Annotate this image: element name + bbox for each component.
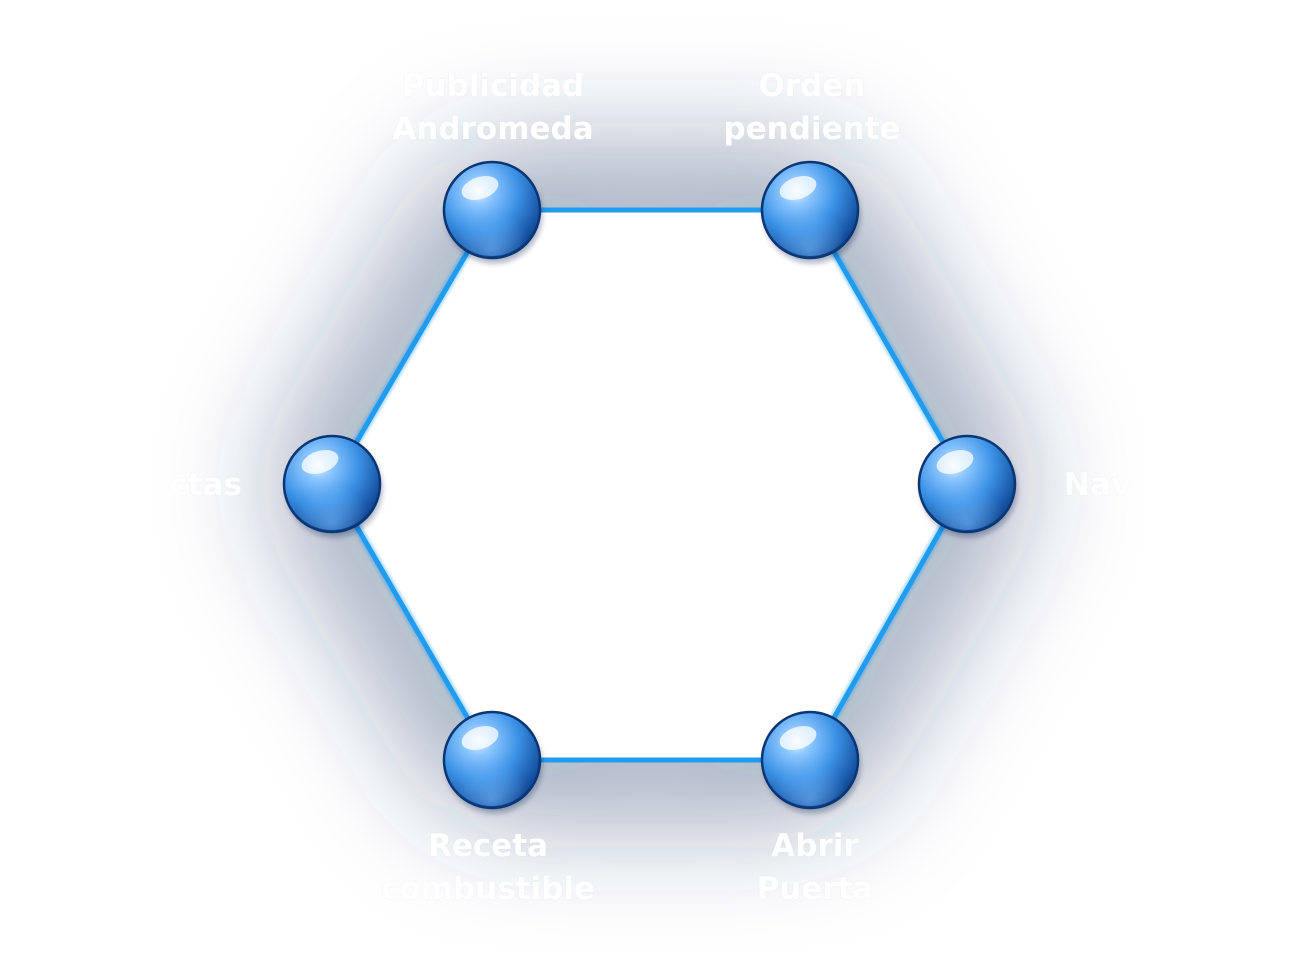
node-left	[282, 434, 382, 537]
node-bottom-right	[760, 710, 860, 813]
node-top-left	[442, 160, 542, 263]
node-highlight	[461, 726, 499, 750]
node-label-left: ctas	[169, 467, 242, 503]
node-label-top-right: Orden pendiente	[723, 68, 901, 147]
node-highlight	[301, 450, 339, 474]
node-highlight	[779, 176, 817, 200]
hexagon-interior	[332, 210, 967, 760]
node-highlight	[461, 176, 499, 200]
nodes	[282, 160, 1017, 813]
node-highlight	[779, 726, 817, 750]
edge-left-to-top-left	[329, 207, 495, 487]
node-label-top-left: Publicidad Andromeda	[392, 68, 594, 147]
hexagon-glow	[284, 162, 1015, 808]
node-highlight	[936, 450, 974, 474]
node-label-bottom-right: Abrir Puerta	[756, 828, 874, 907]
node-label-bottom-left: Receta combustible	[381, 828, 595, 907]
node-label-right: Nav	[1064, 467, 1132, 503]
node-top-right	[760, 160, 860, 263]
node-bottom-left	[442, 710, 542, 813]
node-right	[917, 434, 1017, 537]
edge-right-to-bottom-right	[807, 481, 970, 763]
